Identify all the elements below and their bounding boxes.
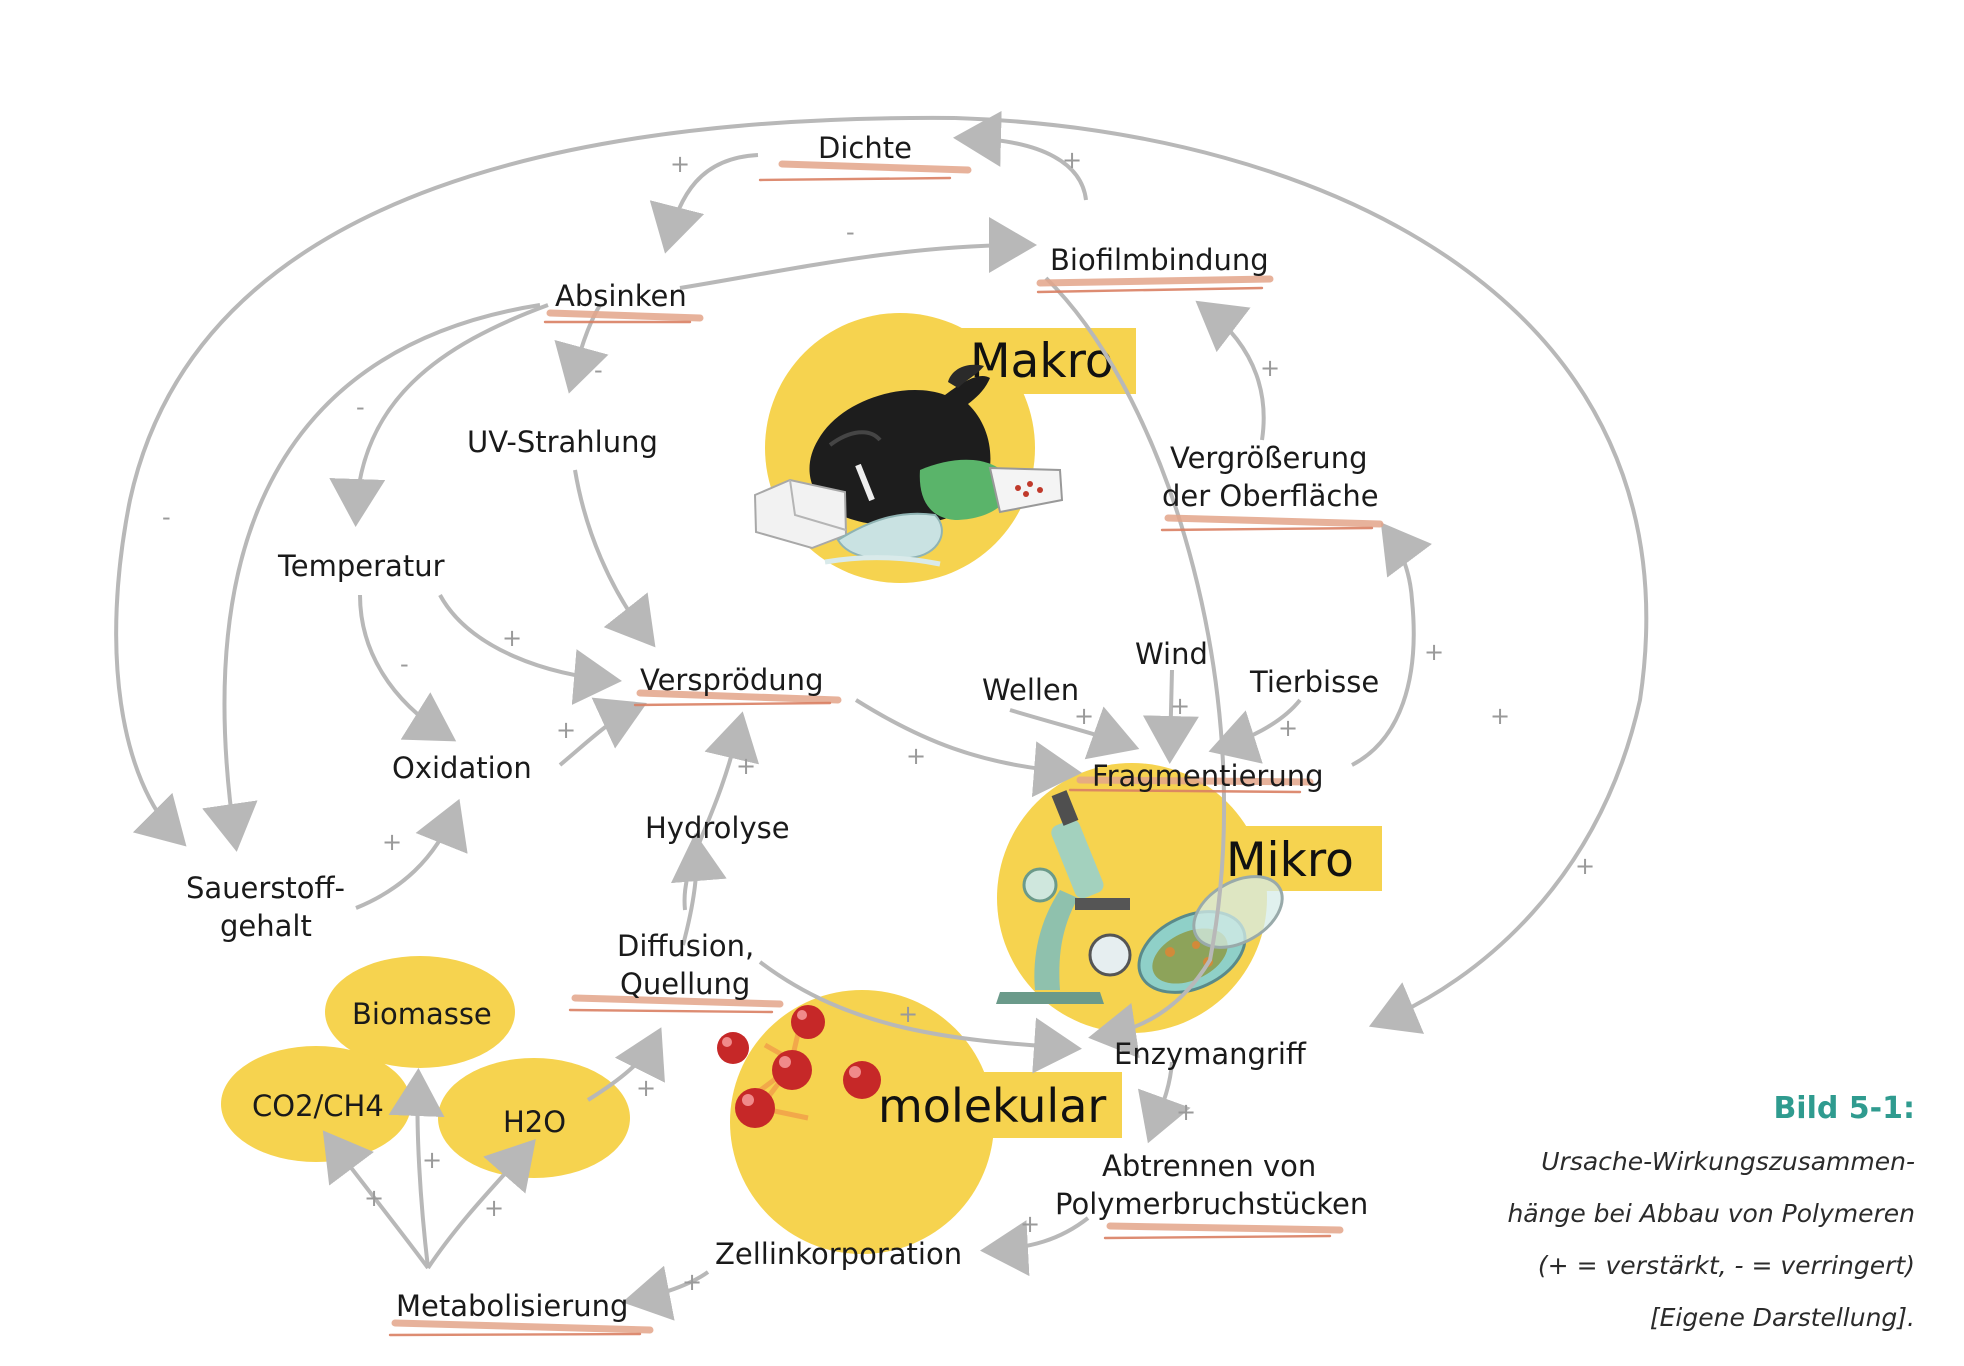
sign-plus: + xyxy=(422,1146,442,1174)
makro-label-bg xyxy=(960,328,1136,394)
sign-plus: + xyxy=(1170,692,1190,720)
sign-plus: + xyxy=(736,752,756,780)
node-wellen: Wellen xyxy=(982,673,1079,707)
node-zellinkorporation: Zellinkorporation xyxy=(715,1237,962,1271)
sign-plus: + xyxy=(1020,1210,1040,1238)
sign-plus: + xyxy=(1176,1098,1196,1126)
garbage-bag-icon xyxy=(753,364,1064,567)
sign-plus: + xyxy=(1424,638,1444,666)
node-uv-strahlung: UV-Strahlung xyxy=(467,425,658,459)
molekular-label: molekular xyxy=(878,1079,1106,1133)
biomasse-blob xyxy=(325,956,515,1068)
sign-minus: - xyxy=(400,650,409,678)
caption-line-1: Ursache-Wirkungszusammen- xyxy=(1541,1147,1915,1176)
sign-plus: + xyxy=(484,1194,504,1222)
sign-minus: - xyxy=(356,393,365,421)
sign-minus: - xyxy=(594,356,603,384)
node-sauerstoff-line2: gehalt xyxy=(220,909,312,943)
sign-plus: + xyxy=(364,1184,384,1212)
node-vergroesserung-line1: Vergrößerung xyxy=(1170,441,1367,475)
molecule-icon xyxy=(717,1005,881,1128)
node-diffusion-line2: Quellung xyxy=(620,967,750,1001)
figure-caption: Bild 5-1: Ursache-Wirkungszusammen- häng… xyxy=(1507,1091,1915,1332)
sign-plus: + xyxy=(502,624,522,652)
node-diffusion-line1: Diffusion, xyxy=(617,929,754,963)
sign-plus: + xyxy=(1062,146,1082,174)
sign-plus: + xyxy=(898,1000,918,1028)
caption-line-2: hänge bei Abbau von Polymeren xyxy=(1507,1199,1915,1228)
sign-plus: + xyxy=(1260,354,1280,382)
node-metabolisierung: Metabolisierung xyxy=(396,1289,628,1323)
node-tierbisse: Tierbisse xyxy=(1249,665,1379,699)
sign-plus: + xyxy=(382,828,402,856)
node-co2: CO2/CH4 xyxy=(252,1089,384,1123)
caption-line-4: [Eigene Darstellung]. xyxy=(1650,1303,1915,1332)
sign-plus: + xyxy=(1575,852,1595,880)
node-vergroesserung-line2: der Oberfläche xyxy=(1162,479,1379,513)
makro-label: Makro xyxy=(970,334,1114,389)
signs-layer: + + - - - - + + - + + + + + + + + + + + … xyxy=(162,146,1595,1296)
node-enzymangriff: Enzymangriff xyxy=(1114,1037,1307,1071)
node-hydrolyse: Hydrolyse xyxy=(645,811,790,845)
underlines xyxy=(388,160,1384,1337)
sign-plus: + xyxy=(1074,702,1094,730)
sign-plus: + xyxy=(1278,714,1298,742)
sign-plus: + xyxy=(670,150,690,178)
node-h2o: H2O xyxy=(503,1105,566,1139)
caption-line-3: (+ = verstärkt, - = verringert) xyxy=(1538,1251,1915,1280)
sign-plus: + xyxy=(682,1268,702,1296)
node-versproedung: Versprödung xyxy=(640,663,823,697)
sign-plus: + xyxy=(556,716,576,744)
node-sauerstoff-line1: Sauerstoff- xyxy=(186,871,345,905)
node-fragmentierung: Fragmentierung xyxy=(1092,759,1324,793)
caption-title: Bild 5-1: xyxy=(1773,1091,1915,1126)
petri-dish-icon xyxy=(1137,875,1284,994)
node-absinken: Absinken xyxy=(555,279,687,313)
microscope-icon xyxy=(996,790,1132,1004)
node-biomasse: Biomasse xyxy=(352,997,492,1031)
sign-plus: + xyxy=(1490,702,1510,730)
node-temperatur: Temperatur xyxy=(277,549,445,583)
molekular-label-bg xyxy=(868,1072,1122,1138)
node-abtrennen-line2: Polymerbruchstücken xyxy=(1055,1187,1368,1221)
sign-plus: + xyxy=(636,1074,656,1102)
sign-minus: - xyxy=(162,503,171,531)
node-dichte: Dichte xyxy=(818,131,912,165)
node-biofilmbindung: Biofilmbindung xyxy=(1050,243,1269,277)
sign-plus: + xyxy=(906,742,926,770)
node-wind: Wind xyxy=(1135,637,1208,671)
node-oxidation: Oxidation xyxy=(392,751,532,785)
sign-minus: - xyxy=(846,218,855,246)
node-abtrennen-line1: Abtrennen von xyxy=(1102,1149,1316,1183)
